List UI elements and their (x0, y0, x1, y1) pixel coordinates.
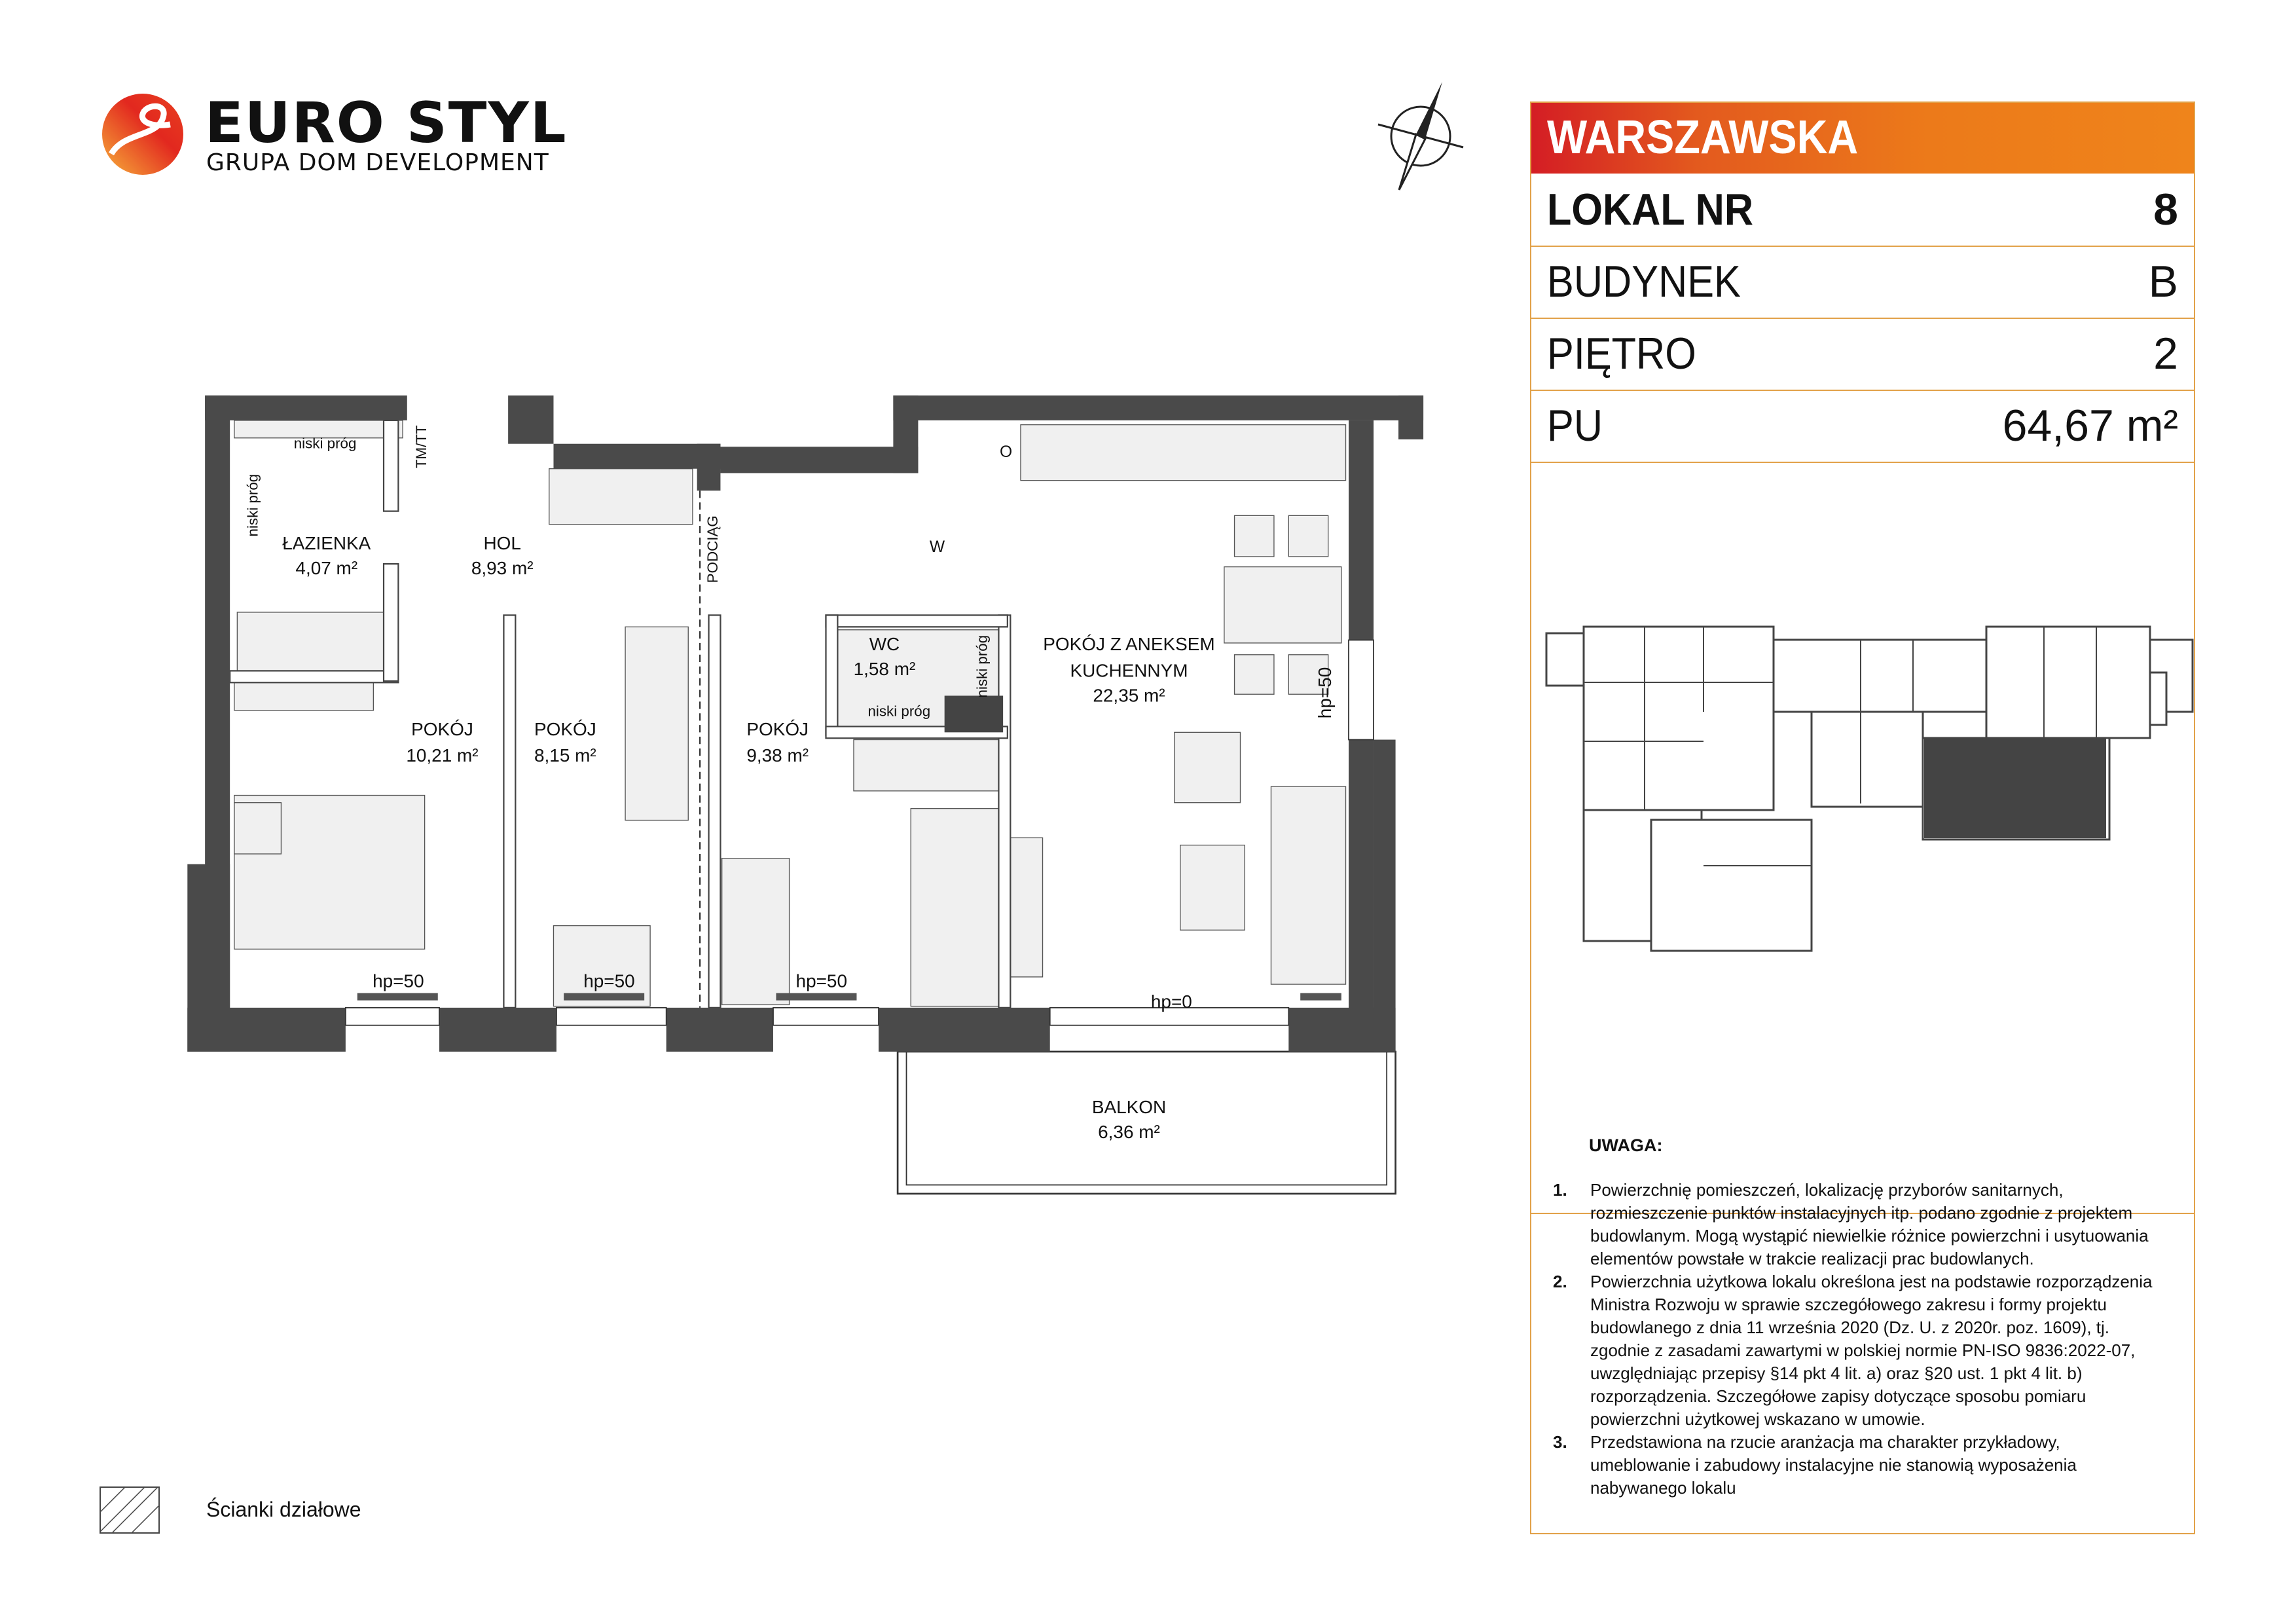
logo-icon (102, 94, 183, 175)
note-item: 1. Powierzchnię pomieszczeń, lokalizację … (1531, 1179, 2160, 1270)
room-area-hall: 8,93 m² (471, 558, 534, 578)
sill-height-door: hp=0 (1151, 991, 1192, 1012)
row-value: 2 (2153, 329, 2178, 378)
room-area-bathroom: 4,07 m² (295, 558, 357, 578)
ventilation-w-label: W (930, 538, 945, 556)
note-text: Powierzchnię pomieszczeń, lokalizację pr… (1590, 1180, 2149, 1268)
partition-wall-hatch-icon (100, 1486, 160, 1534)
north-arrow-icon (1377, 82, 1464, 191)
note-number: 1. (1553, 1180, 1567, 1200)
sill-height-2: hp=50 (583, 971, 634, 991)
room-name-bathroom: ŁAZIENKA (282, 533, 371, 553)
note-number: 3. (1553, 1432, 1567, 1452)
furniture (234, 420, 1347, 1007)
investment-name: WARSZAWSKA (1547, 111, 1859, 164)
room-area-room3: 9,38 m² (746, 745, 809, 766)
row-floor: PIĘTRO 2 (1531, 318, 2194, 391)
room-name-hall: HOL (483, 533, 520, 553)
balcony-outline (896, 1050, 1396, 1195)
row-value: B (2148, 257, 2178, 306)
row-unit-number: LOKAL NR 8 (1531, 174, 2194, 247)
note-item: 2. Powierzchnia użytkowa lokalu określona… (1531, 1270, 2160, 1431)
room-area-room1: 10,21 m² (406, 745, 478, 766)
highlighted-unit (1924, 738, 2106, 838)
row-label: BUDYNEK (1547, 257, 1741, 306)
logo-subtitle: GRUPA DOM DEVELOPMENT (206, 149, 549, 176)
sill-height-1: hp=50 (373, 971, 424, 991)
site-plan-drawing (1545, 625, 2194, 952)
note-number: 2. (1553, 1272, 1567, 1291)
room-name-balcony: BALKON (1092, 1097, 1166, 1117)
room-name-living-1: POKÓJ Z ANEKSEM (1043, 634, 1214, 654)
row-value: 64,67 m² (2002, 401, 2178, 451)
shaft (944, 695, 1004, 733)
beam-label: PODCIĄG (704, 515, 721, 583)
row-building: BUDYNEK B (1531, 246, 2194, 319)
ventilation-o-label: O (1000, 443, 1012, 461)
row-area: PU 64,67 m² (1531, 390, 2194, 463)
windows (344, 639, 1374, 1026)
sill-height-3: hp=50 (796, 971, 847, 991)
structural-walls (187, 395, 1424, 1052)
partition-walls (229, 419, 1011, 1008)
info-panel: WARSZAWSKA LOKAL NR 8 BUDYNEK B PIĘTRO 2 PU… (1530, 101, 2195, 1534)
threshold-label: niski próg (294, 435, 357, 451)
row-value: 8 (2153, 185, 2178, 234)
sill-height-side: hp=50 (1315, 667, 1335, 718)
legend-label: Ścianki działowe (206, 1498, 361, 1521)
threshold-label: niski próg (974, 635, 991, 698)
room-area-balcony: 6,36 m² (1098, 1122, 1160, 1142)
room-name-room2: POKÓJ (534, 719, 596, 739)
room-name-wc: WC (869, 634, 900, 654)
threshold-label: niski próg (245, 474, 261, 537)
note-text: Powierzchnia użytkowa lokalu określona j… (1590, 1272, 2153, 1429)
room-name-room3: POKÓJ (746, 719, 809, 739)
investment-header: WARSZAWSKA (1531, 103, 2194, 174)
note-item: 3. Przedstawiona na rzucie aranżacja ma c… (1531, 1431, 2160, 1500)
notes-title: UWAGA: (1589, 1135, 1663, 1155)
row-label: PU (1547, 401, 1603, 451)
row-label: PIĘTRO (1547, 329, 1696, 378)
room-area-wc: 1,58 m² (854, 659, 916, 679)
note-text: Przedstawiona na rzucie aranżacja ma cha… (1590, 1432, 2077, 1498)
row-label: LOKAL NR (1547, 185, 1754, 234)
meter-label: TM/TT (413, 425, 429, 468)
building-site-plan (1531, 463, 2194, 1214)
threshold-label: niski próg (867, 703, 930, 720)
room-area-room2: 8,15 m² (534, 745, 596, 766)
room-area-living: 22,35 m² (1093, 685, 1165, 705)
room-name-room1: POKÓJ (411, 719, 473, 739)
room-name-living-2: KUCHENNYM (1070, 660, 1188, 680)
logo-title: EURO STYL (205, 90, 568, 156)
